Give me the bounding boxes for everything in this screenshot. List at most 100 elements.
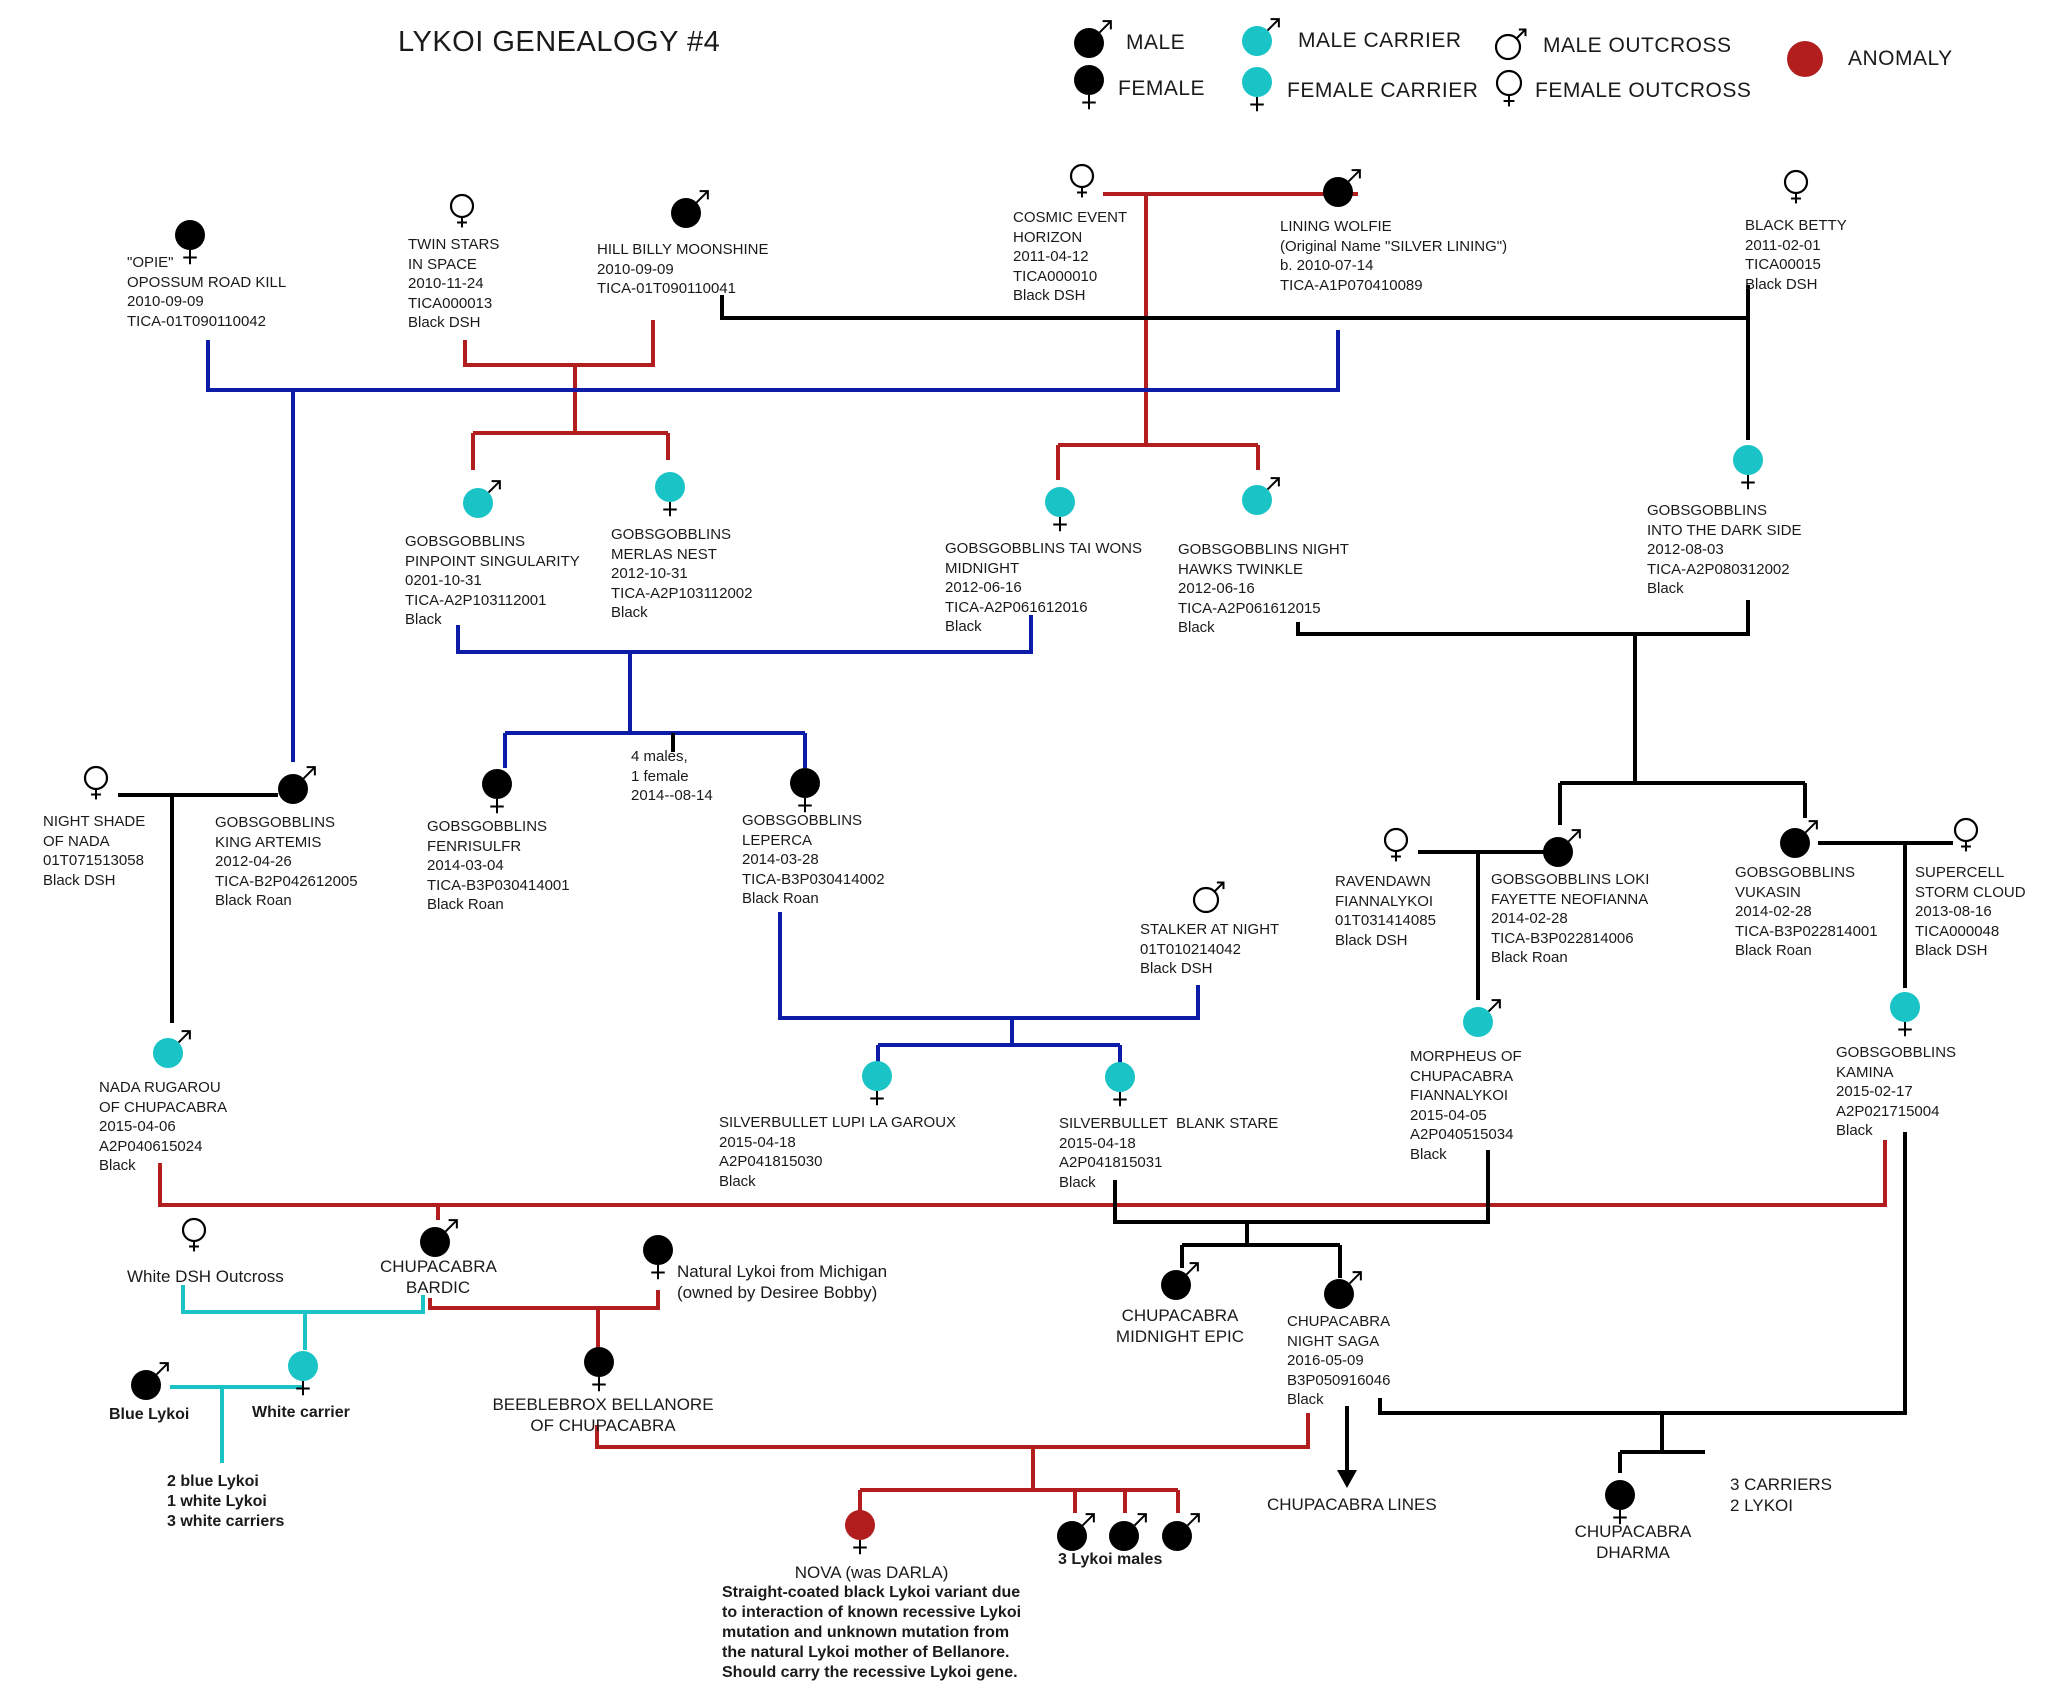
cat-label-line: TICA-B3P030414002: [742, 870, 885, 888]
dark-side-icon: [1733, 445, 1763, 490]
cat-label-line: B3P050916046: [1287, 1371, 1391, 1389]
legend-male-icon: [1074, 20, 1112, 58]
cat-label-line: 2016-05-09: [1287, 1352, 1364, 1369]
cat-label-line: White DSH Outcross: [127, 1267, 284, 1286]
cat-label-line: Blue Lykoi: [109, 1406, 190, 1423]
cat-label-line: 0201-10-31: [405, 572, 482, 589]
cat-label-line: GOBSGOBBLINS: [405, 533, 526, 550]
cat-label-line: "OPIE": [127, 254, 174, 271]
cat-label-line: Black: [1647, 580, 1684, 597]
cat-label-line: 2 blue Lykoi: [167, 1473, 259, 1490]
cat-label-line: TICA-A2P061612015: [1178, 599, 1321, 617]
lykoi-male-1-icon: [1057, 1513, 1095, 1551]
twin-stars-icon: [449, 193, 475, 228]
cat-label-line: FIANNALYKOI: [1410, 1087, 1509, 1104]
cat-label-line: Black: [1178, 619, 1215, 636]
cat-label-line: 2015-04-05: [1410, 1106, 1487, 1124]
pinpoint-icon: [463, 480, 501, 518]
cat-label-line: Black: [99, 1157, 136, 1174]
cat-label-line: Black DSH: [1915, 942, 1988, 959]
cat-label-line: 01T071513058: [43, 852, 144, 869]
pedigree-line-49: [595, 1413, 1310, 1449]
cat-label-line: Black: [405, 611, 442, 628]
legend-label-female-outcross: FEMALE OUTCROSS: [1535, 79, 1752, 102]
dharma-icon: [1605, 1480, 1635, 1525]
black-betty-icon: [1783, 169, 1809, 204]
cat-label-lining: LINING WOLFIE(Original Name "SILVER LINI…: [1280, 217, 1507, 295]
cat-label-line: MIDNIGHT EPIC: [1115, 1327, 1245, 1346]
cat-label-line: Straight-coated black Lykoi variant due: [722, 1584, 1021, 1601]
cat-label-line: GOBSGOBBLINS TAI WONS: [945, 540, 1142, 557]
pedigree-line-47: [428, 1290, 660, 1310]
legend-label-female-normal: FEMALE: [1118, 77, 1206, 100]
cat-label-line: CHUPACABRA: [1410, 1067, 1514, 1085]
leperca-icon: [790, 768, 820, 813]
cat-label-line: TICA-B3P022814001: [1735, 922, 1878, 940]
cat-label-line: 2010-09-09: [597, 260, 674, 278]
natural-lykoi-icon: [643, 1235, 673, 1280]
cat-label-line: CHUPACABRA: [1574, 1522, 1692, 1541]
pedigree-line-12: [720, 285, 1750, 320]
cat-label-line: GOBSGOBBLINS: [215, 814, 336, 831]
loki-icon: [1543, 829, 1581, 867]
cat-label-line: 3 CARRIERS: [1730, 1475, 1833, 1494]
pedigree-line-36: [158, 1140, 1887, 1207]
cat-label-line: 01T010214042: [1140, 940, 1241, 958]
merlas-icon: [655, 472, 685, 517]
cat-label-line: the natural Lykoi mother of Bellanore.: [722, 1644, 1010, 1661]
cat-label-line: Black Roan: [427, 896, 504, 913]
page-title: LYKOI GENEALOGY #4: [398, 26, 721, 58]
cat-label-line: 2015-02-17: [1836, 1083, 1913, 1100]
cat-label-line: GOBSGOBBLINS: [611, 526, 732, 543]
cat-label-line: 2014-03-04: [427, 857, 504, 874]
cat-label-line: 2012-08-03: [1647, 541, 1724, 558]
pedigree-line-0: [463, 320, 655, 367]
cat-label-line: 2011-04-12: [1013, 248, 1089, 265]
cat-label-line: NIGHT SAGA: [1287, 1332, 1380, 1350]
cat-label-line: TWIN STARS: [408, 236, 500, 253]
cat-label-line: IN SPACE: [408, 255, 477, 273]
pedigree-line-38: [1113, 1150, 1490, 1224]
cat-label-line: HILL BILLY MOONSHINE: [597, 241, 769, 258]
cat-label-line: 2010-11-24: [408, 275, 484, 292]
cat-label-line: TICA000010: [1013, 267, 1098, 285]
cat-label-line: SUPERCELL: [1915, 864, 2005, 881]
cat-label-nova: NOVA (was DARLA)Straight-coated black Ly…: [722, 1563, 1021, 1683]
cat-label-line: LINING WOLFIE: [1280, 218, 1392, 235]
cat-label-line: GOBSGOBBLINS: [1735, 864, 1856, 881]
white-carrier-icon: [288, 1351, 318, 1396]
cat-label-blue-lykoi: Blue Lykoi: [109, 1405, 189, 1425]
cat-label-line: Black DSH: [43, 871, 116, 889]
cosmic-icon: [1069, 163, 1095, 198]
cat-label-line: White carrier: [252, 1404, 350, 1421]
cat-label-line: RAVENDAWN: [1335, 873, 1431, 890]
pedigree-line-14: [456, 615, 1033, 654]
cat-label-chupacabra-lines: CHUPACABRA LINES: [1267, 1494, 1437, 1515]
cat-label-line: 1 female: [631, 767, 689, 785]
ravendawn-icon: [1383, 827, 1409, 862]
pedigree-line-27: [778, 912, 1200, 1020]
cat-label-line: FIANNALYKOI: [1335, 892, 1434, 910]
cat-label-line: A2P040515034: [1410, 1126, 1514, 1143]
cat-label-line: GOBSGOBBLINS: [1647, 502, 1768, 519]
cat-label-line: TICA000048: [1915, 922, 2000, 940]
blue-lykoi-icon: [131, 1362, 169, 1400]
night-saga-icon: [1324, 1271, 1362, 1309]
cat-label-line: Black Roan: [215, 892, 292, 909]
pedigree-line-56: [1378, 1132, 1907, 1415]
cat-label-line: A2P041815031: [1059, 1154, 1163, 1171]
